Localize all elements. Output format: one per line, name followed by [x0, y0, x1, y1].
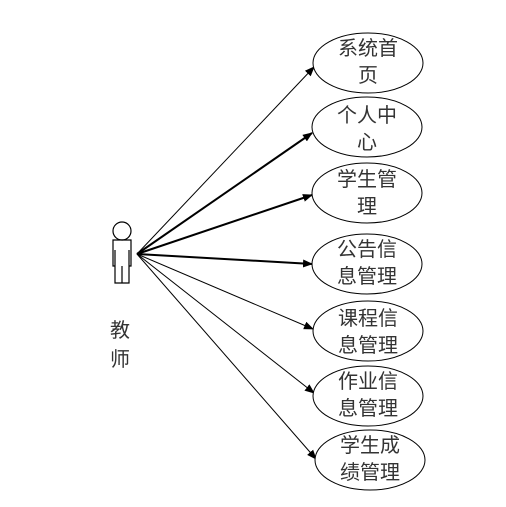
use-case-label-line-1: 课程信 [338, 306, 398, 330]
use-case-profile: 个人中 心 [311, 96, 423, 158]
use-case-ellipse [314, 429, 426, 491]
use-case-students: 学生管 理 [311, 162, 423, 224]
use-case-ellipse [312, 32, 424, 94]
use-case-ellipse [312, 365, 424, 427]
use-case-label-line-2: 息管理 [338, 333, 398, 357]
use-case-label-line-2: 息管理 [337, 264, 397, 288]
use-case-homework: 作业信 息管理 [312, 365, 424, 427]
association-homework [136, 253, 315, 394]
use-case-label-line-1: 作业信 [338, 369, 398, 393]
actor-label-line-2: 师 [110, 347, 130, 371]
use-case-label-line-1: 学生管 [337, 167, 397, 191]
use-case-label-line-1: 学生成 [340, 433, 400, 457]
use-case-ellipse [311, 96, 423, 158]
actor-body [112, 239, 132, 284]
use-case-label-line-2: 理 [357, 194, 377, 218]
use-case-label-line-1: 个人中 [337, 103, 397, 127]
actor-head [112, 221, 132, 241]
use-case-label-line-2: 息管理 [338, 396, 398, 420]
use-case-label-line-1: 系统首 [338, 36, 398, 60]
associations [136, 66, 317, 460]
use-case-label-line-2: 绩管理 [340, 460, 400, 484]
use-case-ellipse [311, 233, 423, 295]
use-case-ellipse [312, 300, 424, 362]
association-students [136, 194, 313, 255]
association-courses [136, 253, 314, 330]
use-case-label-line-2: 页 [358, 63, 378, 87]
use-case-grades: 学生成 绩管理 [314, 429, 426, 491]
use-case-home: 系统首 页 [312, 32, 424, 94]
association-notices [136, 253, 313, 268]
use-case-ellipse [311, 162, 423, 224]
use-case-notices: 公告信 息管理 [311, 233, 423, 295]
association-home [136, 66, 315, 255]
actor-teacher [112, 221, 132, 284]
association-profile [136, 132, 313, 255]
use-case-label-line-2: 心 [357, 130, 377, 154]
actor-label-line-1: 教 [110, 318, 130, 342]
use-case-courses: 课程信 息管理 [312, 300, 424, 362]
association-grades [136, 253, 317, 460]
use-case-label-line-1: 公告信 [337, 237, 397, 261]
